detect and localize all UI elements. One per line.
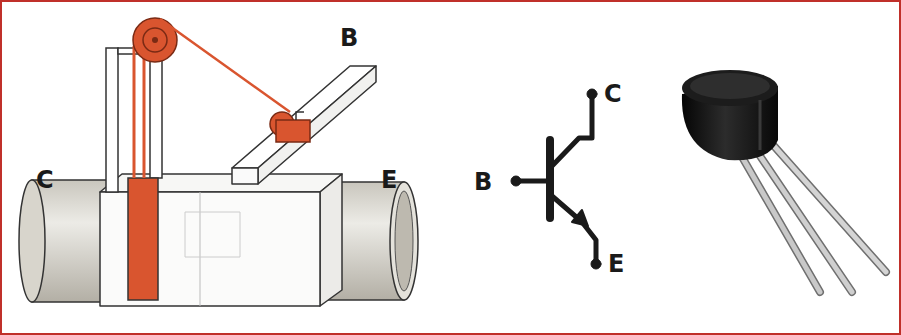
transistor-photo: [682, 70, 886, 292]
collector-pipe: [19, 180, 112, 302]
terminal-label: B: [340, 26, 358, 50]
transistor-symbol: [511, 89, 601, 269]
terminal-label: C: [604, 82, 622, 106]
base-lever: [232, 66, 376, 184]
valve-gate: [106, 46, 162, 300]
rope: [160, 19, 290, 112]
terminal-label: C: [36, 168, 54, 192]
valve-housing: [100, 174, 342, 306]
terminal-label: E: [381, 168, 397, 192]
terminal-label: B: [474, 170, 492, 194]
terminal-label: E: [608, 252, 624, 276]
base-paddle: [270, 112, 310, 142]
pulley: [133, 18, 177, 62]
